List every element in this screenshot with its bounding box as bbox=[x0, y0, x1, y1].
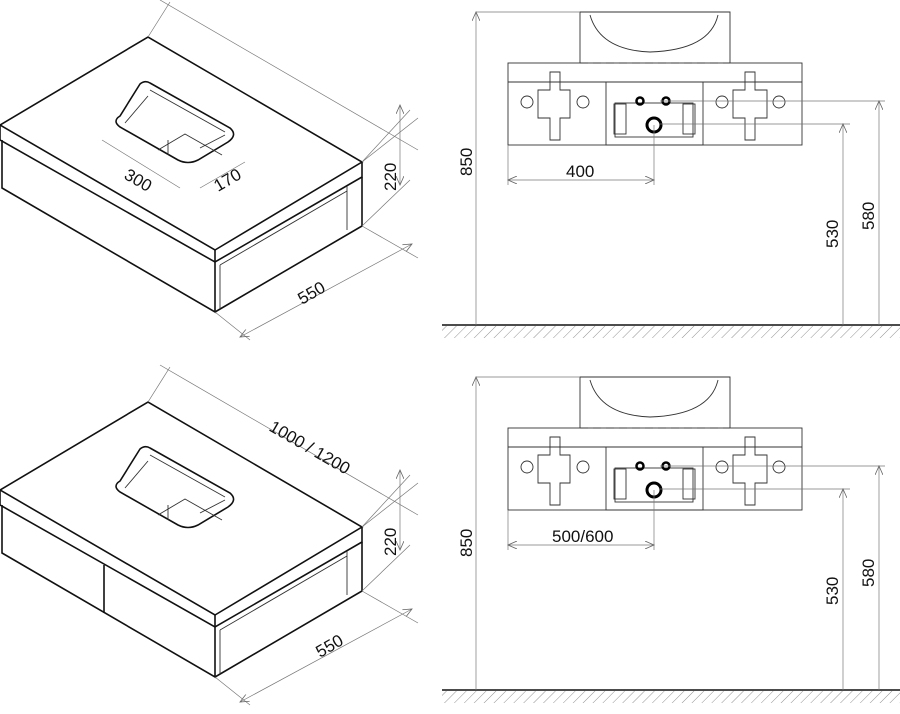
elevation-view-top: 850 400 530 580 bbox=[442, 12, 900, 338]
depth-label: 550 bbox=[295, 278, 329, 309]
iso-view-top: 300 170 220 550 bbox=[0, 0, 418, 340]
depth-label: 550 bbox=[313, 631, 347, 662]
sink-width-label: 170 bbox=[211, 165, 245, 196]
height-label: 220 bbox=[381, 163, 400, 191]
sink-length-dim bbox=[101, 139, 181, 189]
total-height-label: 850 bbox=[457, 529, 476, 557]
drain-offset-label: 500/600 bbox=[552, 527, 613, 546]
width-label: 1000 / 1200 bbox=[266, 417, 353, 478]
drain-offset-label: 400 bbox=[566, 162, 594, 181]
drain-height-label: 530 bbox=[823, 577, 842, 605]
supply-height-label: 580 bbox=[859, 559, 878, 587]
sink-width-dim bbox=[199, 161, 246, 189]
elevation-view-bottom: 850 500/600 530 580 bbox=[442, 377, 900, 703]
supply-height-label: 580 bbox=[859, 202, 878, 230]
iso-view-bottom: 1000 / 1200 220 550 bbox=[0, 365, 418, 705]
total-height-label: 850 bbox=[457, 148, 476, 176]
drain-height-label: 530 bbox=[823, 220, 842, 248]
height-label: 220 bbox=[381, 528, 400, 556]
